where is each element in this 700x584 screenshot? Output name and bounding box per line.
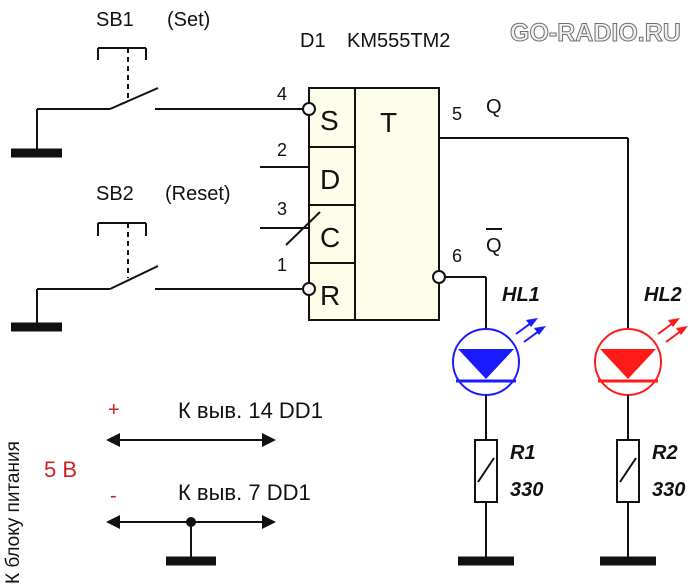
pin-number-qbar: 6	[452, 246, 462, 266]
pin-number-c: 3	[277, 199, 287, 219]
flip-flop-chip: S D C R T	[302, 87, 446, 321]
output-label-qbar: Q	[486, 235, 502, 257]
switch-sb1: SB1 (Set)	[11, 9, 303, 158]
pin-number-r: 1	[277, 255, 287, 275]
resistor-r2-name: R2	[652, 442, 678, 464]
switch-sb1-name: SB1	[96, 9, 134, 31]
led-hl2	[594, 318, 688, 396]
chip-function-label: T	[380, 107, 397, 138]
switch-contact	[109, 265, 159, 290]
arrow-left-icon	[106, 433, 120, 447]
minus-connection-label: К выв. 7 DD1	[178, 480, 311, 505]
switch-contact	[109, 87, 159, 110]
pin-number-q: 5	[452, 104, 462, 124]
led-hl2-ray	[665, 330, 682, 343]
minus-sign: -	[110, 485, 117, 507]
switch-sb2: SB2 (Reset)	[11, 183, 303, 332]
pin-number-s: 4	[277, 84, 287, 104]
arrow-right-icon	[262, 515, 276, 529]
plus-connection-label: К выв. 14 DD1	[178, 398, 323, 423]
input-label-s: S	[320, 105, 339, 136]
input-label-c: C	[320, 222, 340, 253]
resistor-r1-value: 330	[510, 479, 543, 501]
watermark: GO-RADIO.RU	[510, 19, 681, 47]
led-hl2-ray-arrow	[668, 318, 680, 327]
led-hl2-triangle	[600, 349, 656, 379]
inverting-bubble-r	[302, 282, 316, 296]
arrow-right-icon	[262, 433, 276, 447]
switch-sb2-role: (Reset)	[165, 183, 231, 205]
resistor-r1-slash	[477, 457, 495, 483]
switch-sb1-role: (Set)	[167, 9, 210, 31]
pin-number-d: 2	[277, 140, 287, 160]
led-hl1	[452, 318, 546, 396]
resistor-r2-value: 330	[652, 479, 685, 501]
supply-voltage: 5 В	[44, 457, 77, 482]
led-hl1-triangle	[458, 349, 514, 379]
led-hl2-ray	[657, 322, 674, 335]
inverting-bubble-s	[302, 102, 316, 116]
inverting-bubble-qbar	[432, 270, 446, 284]
led-hl1-ray	[523, 330, 540, 343]
input-label-d: D	[320, 164, 340, 195]
resistor-r2-slash	[619, 457, 637, 483]
arrow-left-icon	[106, 515, 120, 529]
plus-sign: +	[108, 399, 120, 421]
q-output-branch: HL2 R2 330	[439, 137, 688, 566]
power-supply-vertical-label: К блоку питания	[3, 441, 24, 584]
led-hl1-ray-arrow	[534, 326, 546, 335]
chip-designator: D1	[300, 30, 326, 52]
led-hl1-ray-arrow	[526, 318, 538, 327]
input-label-r: R	[320, 280, 340, 311]
resistor-r1-name: R1	[510, 442, 536, 464]
led-hl2-ray-arrow	[676, 326, 688, 335]
led-hl2-name: HL2	[644, 284, 682, 306]
power-supply-section: К блоку питания 5 В + К выв. 14 DD1 - К …	[3, 398, 323, 584]
chip-part-number: KM555TM2	[347, 30, 450, 52]
switch-sb2-name: SB2	[96, 183, 134, 205]
clock-slash	[285, 211, 321, 246]
led-hl1-name: HL1	[502, 284, 540, 306]
output-label-q: Q	[486, 96, 502, 118]
led-hl1-ray	[515, 322, 532, 335]
qbar-output-branch: HL1 R1 330	[445, 276, 546, 566]
